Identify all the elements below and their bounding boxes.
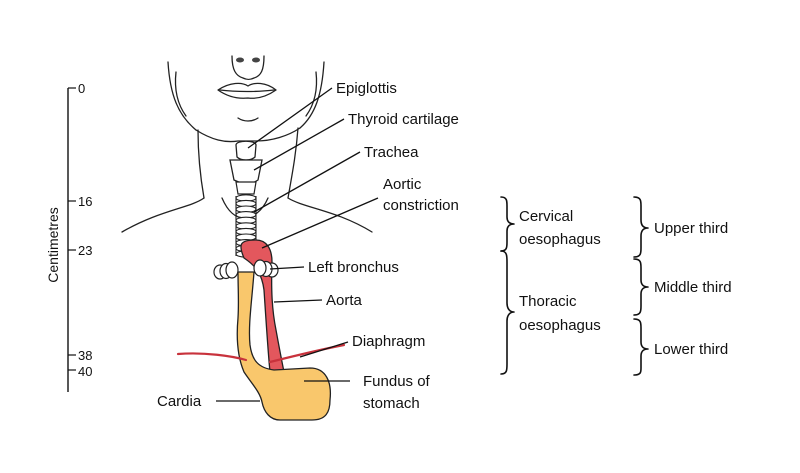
ear-right: [305, 71, 318, 117]
label-cardia: Cardia: [157, 393, 202, 410]
label-fundus-line1: Fundus of: [363, 373, 431, 390]
nostril-right: [252, 57, 260, 63]
scale-label-16: 16: [78, 194, 92, 209]
larynx: [229, 140, 263, 195]
aorta-shape: [240, 239, 285, 373]
segment-labels: Cervical oesophagus Thoracic oesophagus …: [519, 208, 732, 358]
leader-trachea: [253, 151, 361, 213]
neck-left: [197, 129, 205, 199]
shoulder-left: [121, 197, 205, 233]
nose-outline: [231, 55, 265, 81]
label-epiglottis: Epiglottis: [336, 80, 397, 97]
label-thoracic-line2: oesophagus: [519, 317, 601, 334]
leader-aorta: [273, 299, 323, 303]
label-lower-third: Lower third: [654, 341, 728, 358]
middle-third-brace: [633, 258, 649, 316]
label-cervical-line2: oesophagus: [519, 231, 601, 248]
leader-thyroid-cartilage: [253, 118, 345, 171]
label-aorta: Aorta: [326, 292, 363, 309]
lower-third-brace: [633, 318, 649, 376]
centimetre-scale: 0 16 23 38 40 Centimetres: [45, 81, 92, 392]
structure-labels: Epiglottis Thyroid cartilage Trachea Aor…: [157, 80, 459, 412]
scale-label-40: 40: [78, 364, 92, 379]
scale-title: Centimetres: [45, 207, 61, 282]
thoracic-brace: [500, 250, 515, 375]
jaw-left: [167, 61, 197, 131]
jaw-right: [299, 61, 325, 129]
chin-line: [195, 127, 301, 143]
label-trachea: Trachea: [364, 144, 419, 161]
upper-third-brace: [633, 196, 649, 258]
chin-crease: [237, 117, 259, 122]
label-aortic-constriction-line2: constriction: [383, 197, 459, 214]
label-left-bronchus: Left bronchus: [308, 259, 399, 276]
ear-left: [174, 71, 187, 117]
label-thoracic-line1: Thoracic: [519, 293, 577, 310]
scale-label-0: 0: [78, 81, 85, 96]
oesophagus-and-stomach-shape: [236, 271, 332, 421]
mouth-line: [219, 89, 275, 93]
label-thyroid-cartilage: Thyroid cartilage: [348, 111, 459, 128]
leader-left-bronchus: [269, 266, 305, 270]
lips-outline: [217, 82, 277, 99]
shoulder-right: [287, 197, 373, 233]
leader-aortic-constriction: [261, 197, 379, 249]
cricoid-cartilage-shape: [235, 181, 257, 195]
scale-label-38: 38: [78, 348, 92, 363]
right-bronchus-ring-inner: [225, 261, 239, 279]
segment-braces: [500, 196, 649, 376]
cervical-brace: [500, 196, 515, 252]
label-upper-third: Upper third: [654, 220, 728, 237]
leader-lines: [216, 87, 379, 402]
leader-epiglottis: [247, 87, 333, 149]
label-cervical-line1: Cervical: [519, 208, 573, 225]
scale-label-23: 23: [78, 243, 92, 258]
label-middle-third: Middle third: [654, 279, 732, 296]
label-fundus-line2: stomach: [363, 395, 420, 412]
nostril-left: [236, 57, 244, 63]
diaphragm-left-arc: [176, 352, 248, 362]
leader-diaphragm: [299, 341, 349, 358]
bronchi: [213, 259, 279, 280]
diaphragm-right-arc: [268, 343, 346, 364]
label-aortic-constriction-line1: Aortic: [383, 176, 422, 193]
left-bronchus-ring-inner: [253, 259, 267, 277]
label-diaphragm: Diaphragm: [352, 333, 425, 350]
